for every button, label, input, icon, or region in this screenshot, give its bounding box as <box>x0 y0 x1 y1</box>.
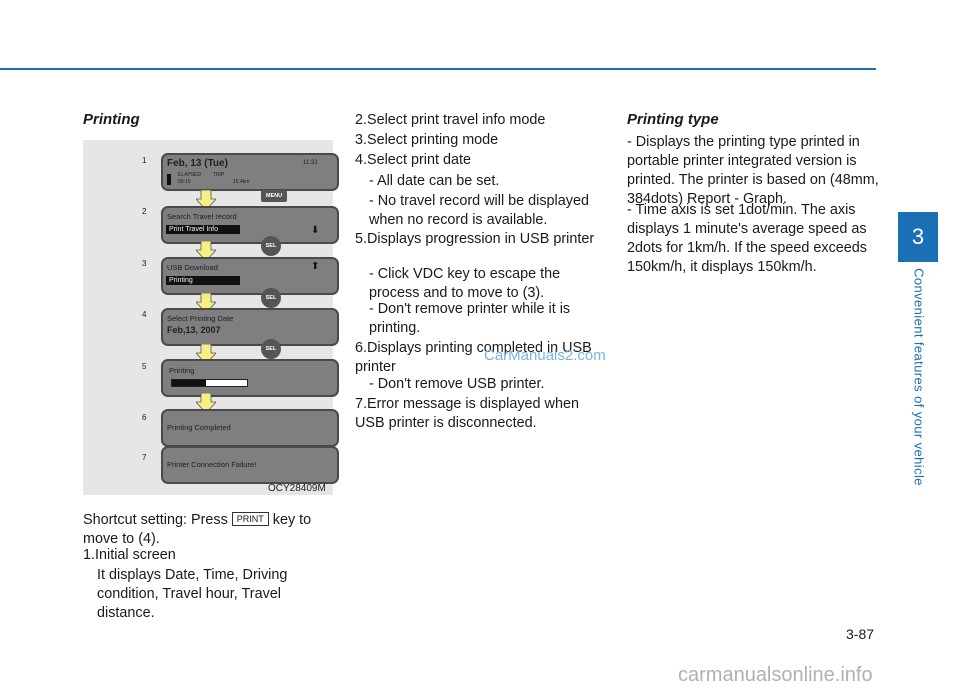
middle-item: - Don't remove printer while it is print… <box>369 301 571 336</box>
lcd-screen-completed: Printing Completed <box>161 409 339 447</box>
arrow-down-icon <box>196 293 216 313</box>
screen-selected-item: Print Travel Info <box>166 225 240 234</box>
middle-item: 2.Select print travel info mode <box>355 112 546 128</box>
section-heading-printing-type: Printing type <box>627 111 719 128</box>
printing-steps-figure: 1 2 3 4 5 6 7 Feb, 13 (Tue) 11:32 ELAPSE… <box>83 140 339 495</box>
middle-item: 7.Error message is displayed when USB pr… <box>355 396 579 431</box>
lcd-screen-printing-progress: Printing <box>161 359 339 397</box>
trip-label: TRIP <box>213 172 225 178</box>
right-item: - Time axis is set 1dot/min. The axis di… <box>627 202 867 275</box>
trip-value: 15.4km <box>233 179 250 185</box>
screen-line1: Printing <box>169 366 195 375</box>
middle-item: 5.Displays progression in USB printer <box>355 231 595 247</box>
figure-caption: OCY28409M <box>268 483 326 494</box>
page-number: 3-87 <box>846 626 875 642</box>
step-number: 1 <box>142 156 147 165</box>
progress-fill <box>172 380 206 386</box>
shortcut-text-after: key to move to (4). <box>83 512 312 547</box>
step1-description: It displays Date, Time, Driving conditio… <box>97 567 288 621</box>
arrow-down-icon <box>196 393 216 413</box>
step-number: 2 <box>142 207 147 216</box>
middle-item: 6.Displays printing completed in USB pri… <box>355 340 592 375</box>
screen-line1: Printing Completed <box>167 423 231 432</box>
right-item: - Displays the printing type printed in … <box>627 134 879 207</box>
middle-item: - Click VDC key to escape the process an… <box>369 266 561 301</box>
screen-selected-item: Printing <box>166 276 240 285</box>
up-arrow-icon: ⬆ <box>311 261 320 272</box>
arrow-down-icon <box>196 344 216 364</box>
step-number: 6 <box>142 413 147 422</box>
elapsed-value: 00:15 <box>178 179 191 185</box>
elapsed-label: ELAPSED <box>178 172 202 178</box>
lcd-screen-print-date: Select Printing Date Feb,13, 2007 <box>161 308 339 346</box>
step-number: 5 <box>142 362 147 371</box>
down-arrow-icon: ⬇ <box>311 225 320 236</box>
arrow-down-icon <box>196 190 216 210</box>
screen-date: Feb, 13 (Tue) <box>167 158 228 169</box>
step1-title: 1.Initial screen <box>83 547 176 563</box>
shortcut-paragraph: Shortcut setting: Press PRINT key to mov… <box>83 511 333 549</box>
chapter-title: Convenient features of your vehicle <box>911 268 927 486</box>
middle-item: 3.Select printing mode <box>355 132 499 148</box>
sel-button: SEL <box>261 339 281 359</box>
shortcut-text-before: Shortcut setting: Press <box>83 512 228 528</box>
middle-item: - All date can be set. <box>369 173 500 189</box>
screen-time: 11:32 <box>303 160 318 166</box>
screen-line1: Select Printing Date <box>167 314 234 323</box>
step-number: 3 <box>142 259 147 268</box>
chapter-title-vertical: Convenient features of your vehicle <box>909 262 929 492</box>
sel-button: SEL <box>261 288 281 308</box>
arrow-down-icon <box>196 241 216 261</box>
middle-item: 4.Select print date <box>355 152 471 168</box>
watermark-text: CarManuals2.com <box>484 347 606 364</box>
screen-line1: Search Travel record <box>167 212 237 221</box>
lcd-screen-connection-failure: Printer Connection Failure! <box>161 446 339 484</box>
step-number: 7 <box>142 453 147 462</box>
screen-date-value: Feb,13, 2007 <box>167 325 221 335</box>
footer-watermark: carmanualsonline.info <box>678 664 873 686</box>
lcd-screen-initial: Feb, 13 (Tue) 11:32 ELAPSED 00:15 TRIP 1… <box>161 153 339 191</box>
print-key-label: PRINT <box>231 512 269 526</box>
screen-line1: USB Download <box>167 263 218 272</box>
status-bar-icon <box>167 174 171 185</box>
sel-button: SEL <box>261 236 281 256</box>
step-number: 4 <box>142 310 147 319</box>
section-heading-printing: Printing <box>83 111 140 128</box>
lcd-screen-printing-mode: USB Download Printing ⬆ <box>161 257 339 295</box>
middle-item: - No travel record will be displayed whe… <box>369 193 589 228</box>
progress-bar <box>171 379 248 387</box>
header-rule <box>0 68 876 70</box>
menu-button: MENU <box>261 190 287 202</box>
middle-item: - Don't remove USB printer. <box>369 376 545 392</box>
screen-line1: Printer Connection Failure! <box>167 460 257 469</box>
chapter-number-tab: 3 <box>898 212 938 262</box>
lcd-screen-travel-info: Search Travel record Print Travel Info ⬇ <box>161 206 339 244</box>
